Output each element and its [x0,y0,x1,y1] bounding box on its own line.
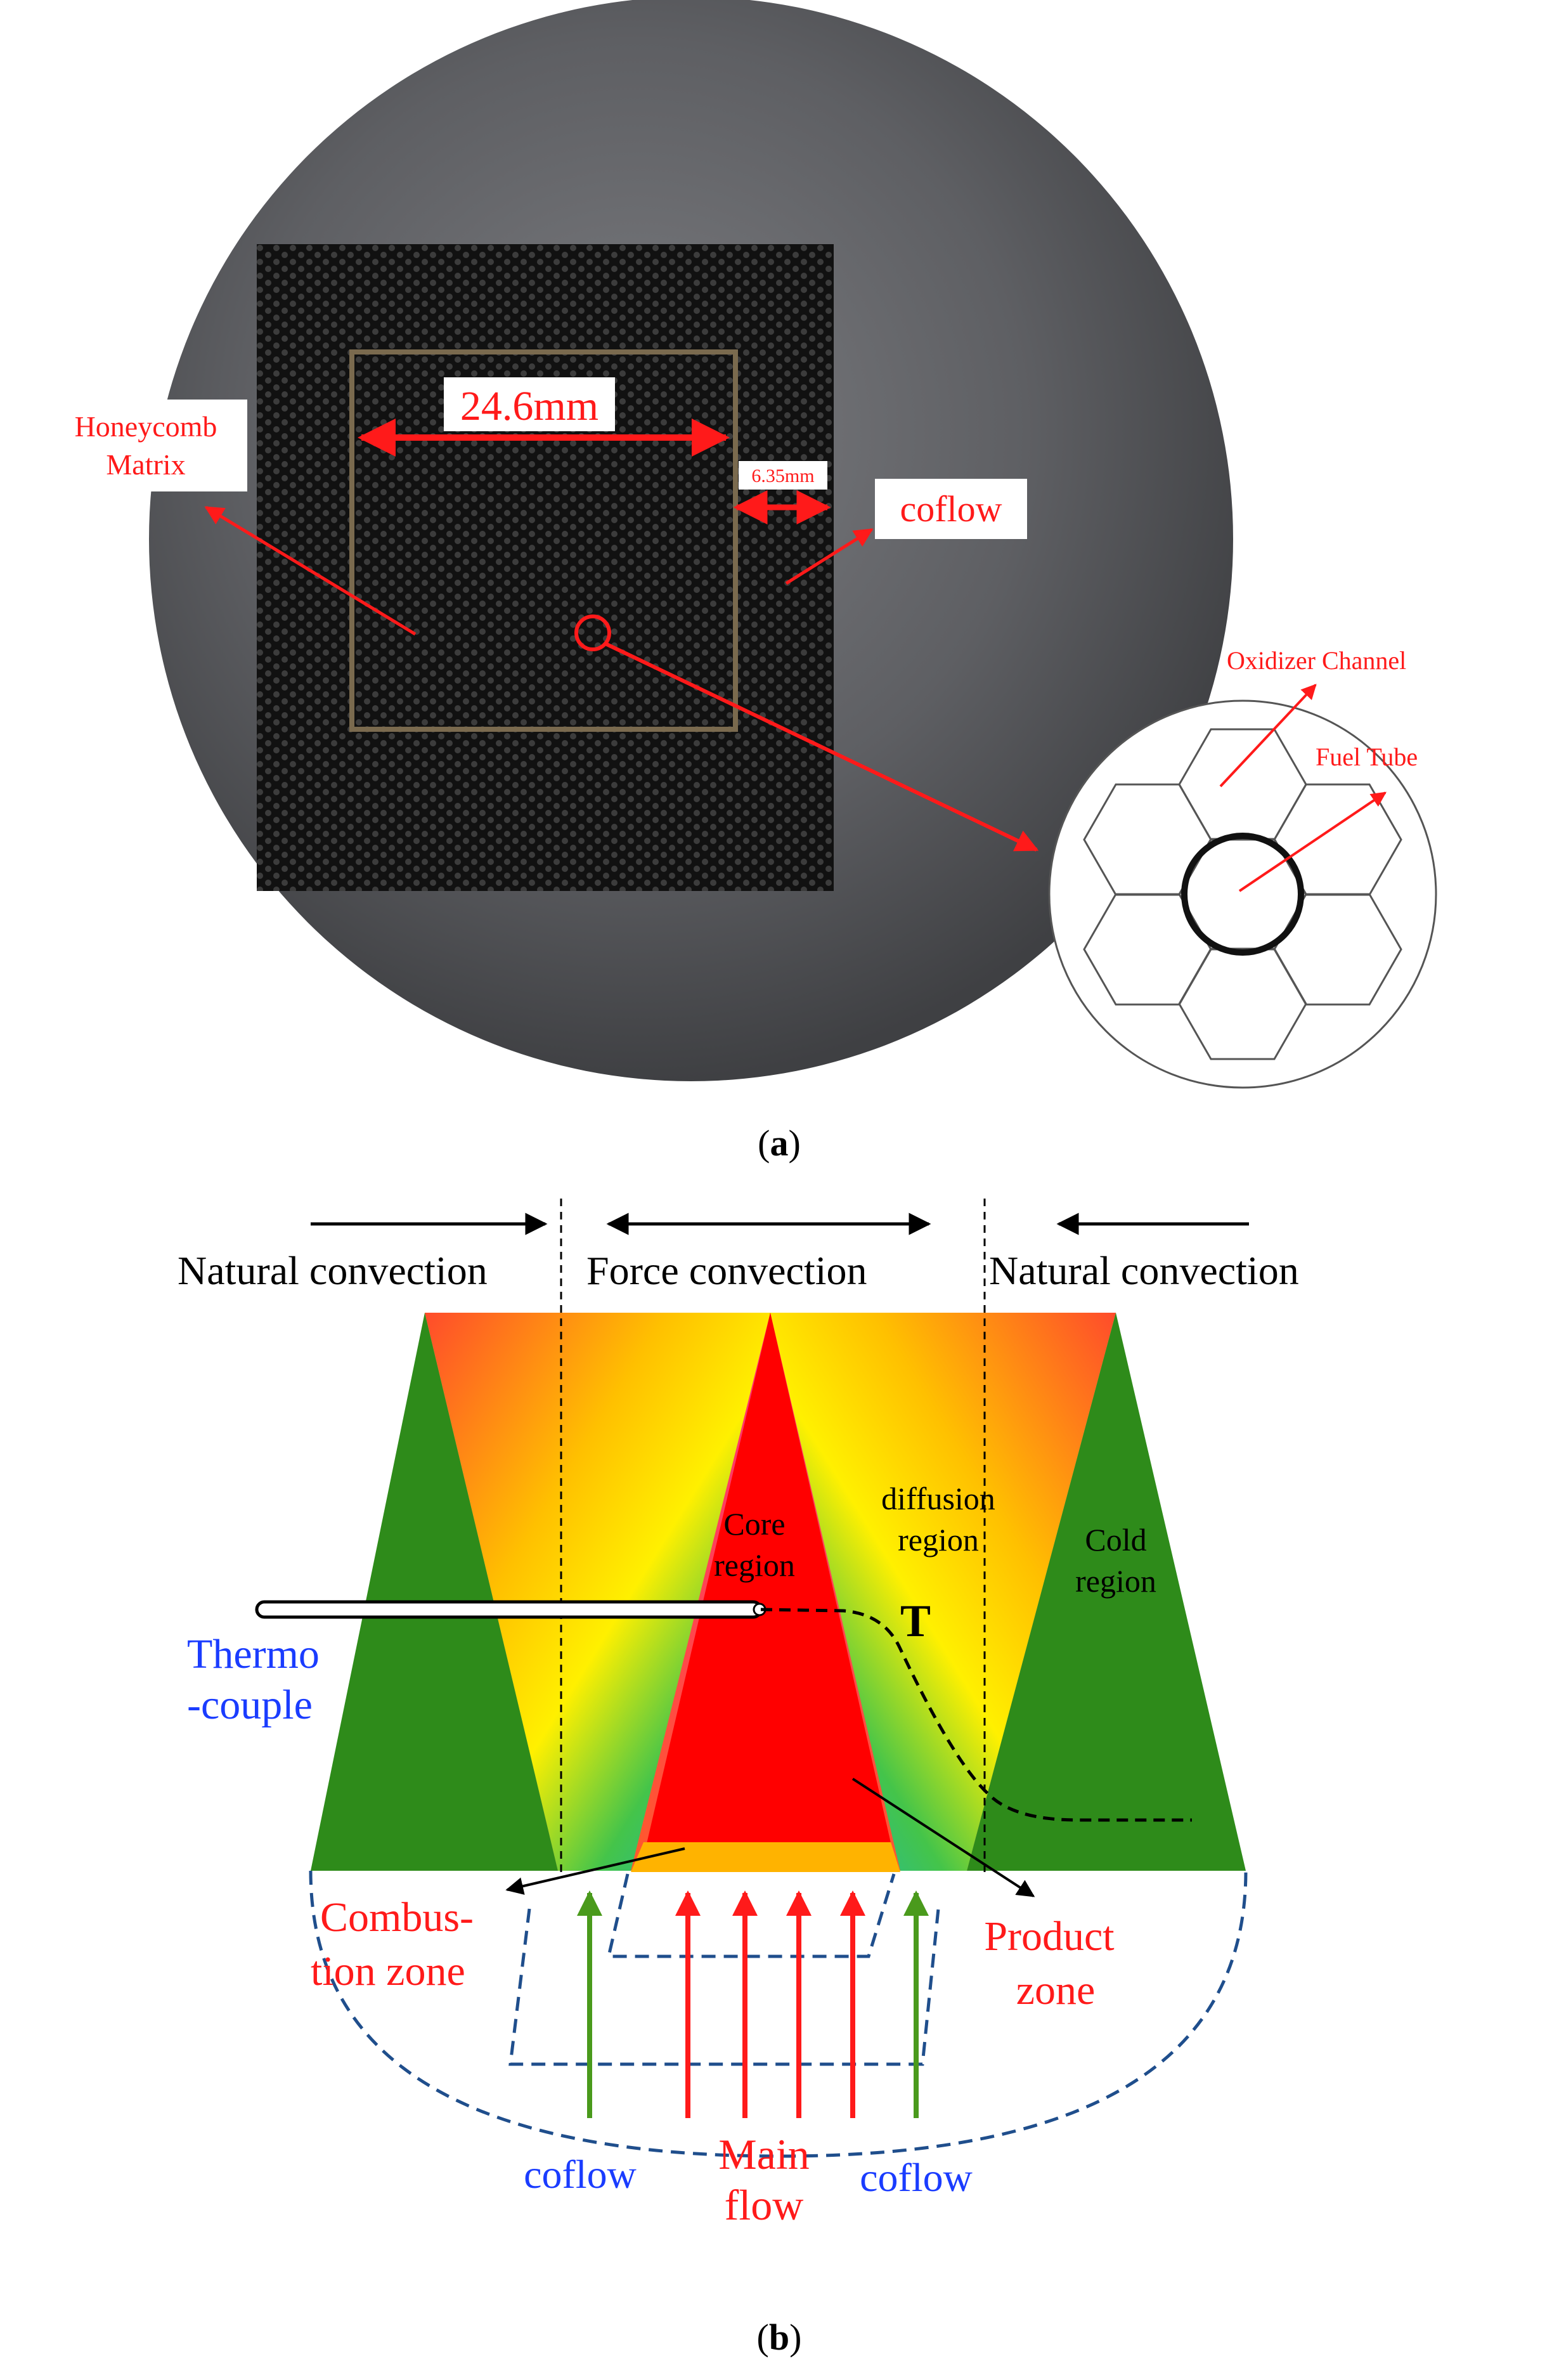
coflow-label: coflow [900,488,1002,530]
combustion-zone-pointer [505,1847,685,1895]
caption-a: (a) [758,1122,801,1164]
dimension-gap-label: 6.35mm [751,465,814,486]
magnified-cell-outline [1048,699,1437,1089]
product-zone-pointer [851,1778,1035,1897]
combustion-base [631,1842,900,1872]
dimension-gap-box [739,461,827,490]
core-region-label-line1: Core [723,1506,785,1542]
honeycomb-label-line2: Matrix [106,448,185,481]
honeycomb-label-line1: Honeycomb [75,410,217,443]
header-natural-convection-right: Natural convection [989,1248,1299,1293]
coflow-pointer-arrow [785,528,874,585]
thermocouple-label-line1: Thermo [187,1631,320,1677]
diffusion-region-label-line1: diffusion [881,1481,995,1516]
magnified-cell: Oxidizer Channel Fuel Tube [1048,646,1437,1089]
header-natural-convection-left: Natural convection [178,1248,488,1293]
diffusion-region-right [770,1313,1116,1871]
caption-b: (b) [757,2317,802,2358]
magnify-pointer-arrow [604,642,1039,852]
cold-region-label-line1: Cold [1085,1522,1146,1557]
oxidizer-channel-label: Oxidizer Channel [1227,646,1406,675]
fuel-tube-ring [1181,833,1304,956]
nozzle-outline-dashed [309,1870,1248,2158]
temperature-profile-curve [760,1608,1192,1822]
diffusion-region-left [425,1313,770,1871]
product-zone-label-line2: zone [1016,1967,1096,2013]
hex-lower-left [1083,893,1212,1006]
honeycomb-pointer-arrow [204,505,417,636]
cold-region-left [311,1313,558,1871]
cold-region-right [967,1313,1246,1871]
temperature-symbol: T [900,1596,931,1646]
main-flow-label-line1: Main [718,2130,810,2178]
cell-highlight-circle [574,615,611,651]
diffusion-region-label-line2: region [898,1522,979,1557]
coflow-channel-dashed [508,1908,940,2066]
fuel-tube-label: Fuel Tube [1316,743,1418,771]
product-zone-label-line1: Product [984,1913,1114,1960]
honeycomb-matrix-inner-frame [349,349,738,732]
combustion-zone-label-line1: Combus- [320,1894,474,1941]
fuel-tube-pointer-arrow [1238,791,1387,892]
coflow-label-box [875,479,1027,539]
combustion-zone-label-line2: tion zone [311,1948,465,1994]
honeycomb-label-box [44,400,247,491]
cold-region-label-line2: region [1075,1563,1156,1599]
core-region [640,1313,897,1871]
oxidizer-pointer-arrow [1219,684,1317,788]
thermocouple-label-line2: -couple [187,1682,313,1728]
coflow-left-label: coflow [524,2152,637,2197]
thermocouple-probe [255,1600,763,1619]
coflow-right-label: coflow [860,2155,973,2200]
dimension-main-label: 24.6mm [460,383,598,429]
core-region-label-line2: region [714,1547,795,1583]
main-flow-label-line2: flow [725,2181,804,2229]
panel-b: Natural convection Force convection Natu… [178,1199,1299,2358]
dimension-main-box [444,377,615,431]
header-force-convection: Force convection [586,1248,867,1293]
honeycomb-matrix-outer [257,244,834,891]
panel-a: 24.6mm 6.35mm Honeycomb Matrix coflow [44,0,1437,1164]
hex-lower-right [1273,893,1402,1006]
main-flow-channel-dashed [606,1873,896,1958]
